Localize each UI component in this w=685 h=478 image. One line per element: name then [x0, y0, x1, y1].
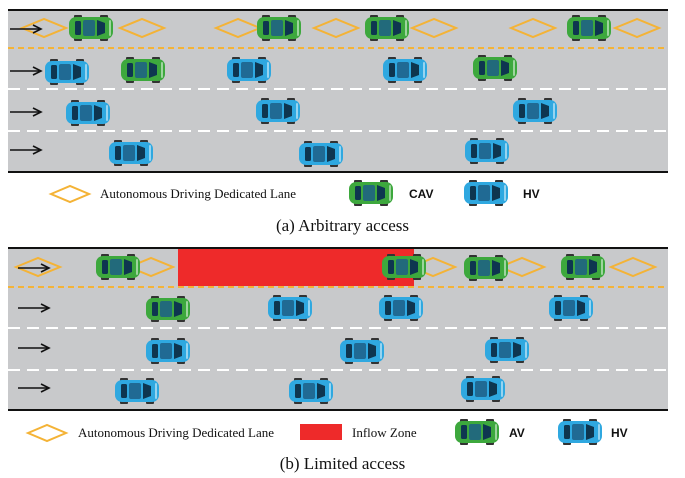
inflow-zone-swatch [300, 424, 342, 440]
legend-label-dedicated-lane: Autonomous Driving Dedicated Lane [100, 186, 296, 201]
legend-label-hv: HV [523, 187, 540, 201]
caption-a: (a) Arbitrary access [275, 216, 410, 235]
blue-car-icon [379, 295, 423, 321]
arrow-right-icon [18, 343, 51, 353]
blue-car-icon [465, 138, 509, 164]
diamond-marker-icon [126, 256, 176, 278]
diamond-marker-icon [409, 17, 459, 39]
diamond-marker-icon [13, 256, 63, 278]
diamond-marker-icon [612, 17, 662, 39]
arrow-right-icon [18, 263, 51, 273]
green-car-icon [567, 15, 611, 41]
diamond-marker-icon [48, 184, 92, 204]
green-car-icon [455, 419, 499, 445]
blue-car-icon [146, 338, 190, 364]
blue-car-icon [289, 378, 333, 404]
diamond-marker-icon [608, 256, 658, 278]
arrow-right-icon [18, 303, 51, 313]
blue-car-icon [115, 378, 159, 404]
inflow-zone [178, 249, 414, 286]
green-car-icon [257, 15, 301, 41]
blue-car-icon [549, 295, 593, 321]
green-car-icon [561, 254, 605, 280]
legend-label-inflow-zone: Inflow Zone [352, 425, 417, 440]
caption-b: (b) Limited access [279, 454, 406, 473]
blue-car-icon [464, 180, 508, 206]
blue-car-icon [256, 98, 300, 124]
legend-label-hv: HV [611, 426, 628, 440]
blue-car-icon [461, 376, 505, 402]
blue-car-icon [558, 419, 602, 445]
legend-b: Autonomous Driving Dedicated Lane Inflow … [25, 419, 628, 445]
blue-car-icon [513, 98, 557, 124]
diamond-marker-icon [117, 17, 167, 39]
arrow-right-icon [10, 107, 43, 117]
panel-b [8, 247, 668, 411]
green-car-icon [146, 296, 190, 322]
blue-car-icon [383, 57, 427, 83]
diamond-marker-icon [19, 17, 69, 39]
arrow-right-icon [18, 383, 51, 393]
green-car-icon [365, 15, 409, 41]
green-car-icon [96, 254, 140, 280]
diamond-marker-icon [497, 256, 547, 278]
green-car-icon [69, 15, 113, 41]
arrow-right-icon [10, 24, 43, 34]
arrow-right-icon [10, 145, 43, 155]
diamond-marker-icon [25, 423, 69, 443]
diamond-marker-icon [311, 17, 361, 39]
diamond-marker-icon [508, 17, 558, 39]
legend-label-cav: CAV [409, 187, 433, 201]
blue-car-icon [45, 59, 89, 85]
blue-car-icon [340, 338, 384, 364]
arrow-right-icon [10, 66, 43, 76]
green-car-icon [473, 55, 517, 81]
blue-car-icon [299, 141, 343, 167]
legend-label-dedicated-lane: Autonomous Driving Dedicated Lane [78, 425, 274, 440]
green-car-icon [382, 254, 426, 280]
legend-label-av: AV [509, 426, 525, 440]
green-car-icon [121, 57, 165, 83]
green-car-icon [464, 255, 508, 281]
blue-car-icon [66, 100, 110, 126]
green-car-icon [349, 180, 393, 206]
blue-car-icon [227, 57, 271, 83]
legend-a: Autonomous Driving Dedicated Lane CAV HV [48, 180, 540, 206]
blue-car-icon [109, 140, 153, 166]
blue-car-icon [485, 337, 529, 363]
panel-a [8, 9, 668, 173]
blue-car-icon [268, 295, 312, 321]
